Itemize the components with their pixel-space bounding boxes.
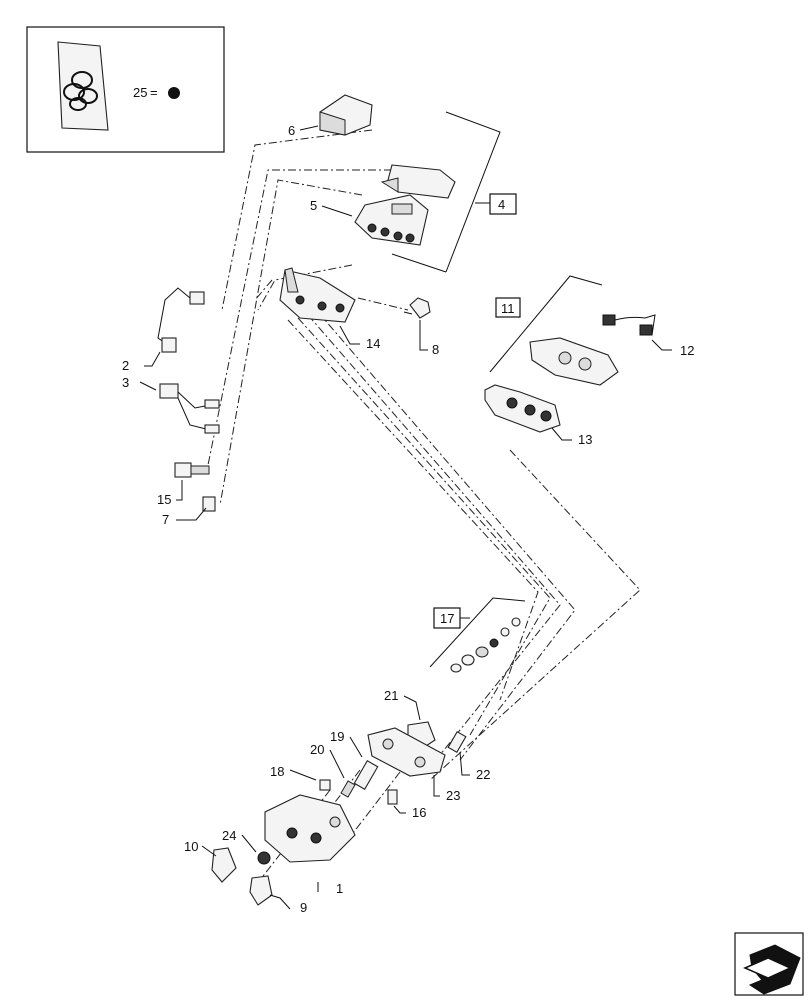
navigate-back-button[interactable] [734, 932, 804, 996]
legend-item-number: 25 [133, 85, 147, 100]
part-2-harness [157, 287, 205, 353]
callout-12: 12 [680, 343, 694, 358]
callout-2: 2 [122, 358, 129, 373]
callout-21: 21 [384, 688, 398, 703]
part-15-connector [174, 462, 210, 478]
seal-kit-bag-icon [57, 41, 109, 131]
callout-7: 7 [162, 512, 169, 527]
callout-3: 3 [122, 375, 129, 390]
part-22-fitting [447, 730, 467, 754]
callout-20: 20 [310, 742, 324, 757]
part-12-springs [602, 314, 656, 336]
callout-1: 1 [336, 881, 343, 896]
callout-15: 15 [157, 492, 171, 507]
callouts: 1 2 3 5 6 7 8 9 10 12 13 14 15 16 18 19 … [122, 123, 694, 915]
part-6-cover [319, 94, 373, 136]
part-5-manifold [354, 194, 429, 246]
callout-13: 13 [578, 432, 592, 447]
group-4-bracket: 4 [391, 111, 517, 273]
part-1-valve-body [264, 794, 356, 863]
legend-dot-icon [168, 87, 180, 99]
legend-equals: = [150, 85, 158, 100]
callout-18: 18 [270, 764, 284, 779]
part-17-seal-set [450, 617, 521, 673]
part-20-spring [340, 780, 356, 798]
callout-8: 8 [432, 342, 439, 357]
valve-block-top [380, 164, 456, 199]
callout-16: 16 [412, 805, 426, 820]
part-13-lever [484, 384, 561, 433]
part-3-harness [159, 383, 220, 434]
callout-22: 22 [476, 767, 490, 782]
part-23-plate [367, 727, 446, 777]
part-18-plug [319, 779, 331, 791]
part-14-bracket [279, 267, 356, 323]
part-24-seal [257, 851, 271, 865]
group-11-bracket: 11 [489, 275, 603, 373]
callout-19: 19 [330, 729, 344, 744]
callout-5: 5 [310, 198, 317, 213]
part-8-sensor [403, 297, 431, 319]
group-label-11: 11 [501, 301, 515, 316]
callout-10: 10 [184, 839, 198, 854]
callout-24: 24 [222, 828, 236, 843]
callout-6: 6 [288, 123, 295, 138]
lever-upper [529, 337, 619, 386]
part-19-spool [353, 759, 379, 791]
part-7-plug [202, 496, 216, 512]
callout-23: 23 [446, 788, 460, 803]
part-9-clip [249, 875, 273, 906]
part-10-clip [211, 847, 237, 883]
callout-14: 14 [366, 336, 380, 351]
part-16-fitting [387, 789, 398, 805]
group-label-17: 17 [440, 611, 454, 626]
group-label-4: 4 [498, 197, 505, 212]
legend-box: 25 = [26, 26, 225, 153]
return-arrow-icon [743, 944, 801, 995]
callout-9: 9 [300, 900, 307, 915]
group-17-bracket: 17 [429, 597, 526, 668]
